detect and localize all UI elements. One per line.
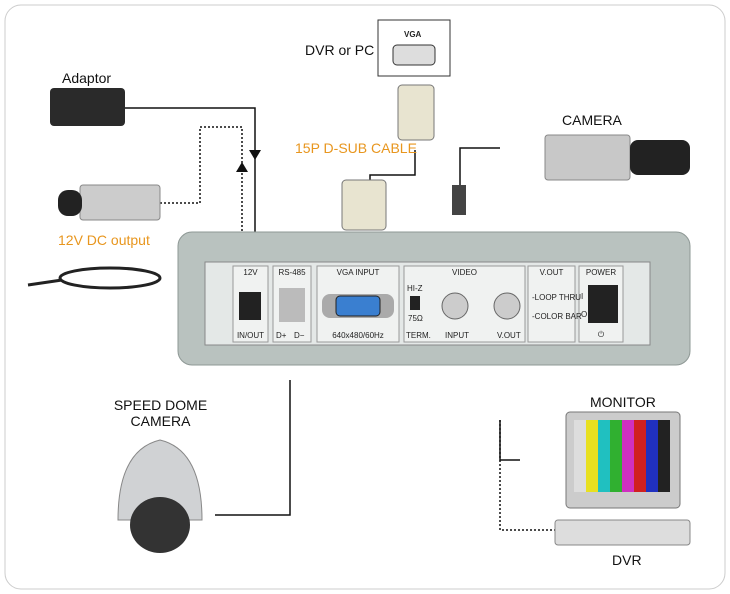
dc-jack — [239, 292, 261, 320]
cable-label: 15P D-SUB CABLE — [295, 140, 417, 156]
bnc-plug — [452, 185, 466, 215]
panel-hiz: HI-Z — [407, 284, 423, 293]
monitor-label: MONITOR — [590, 394, 656, 410]
panel-rs485-dplus: D+ — [276, 331, 287, 340]
vga-port-label: VGA — [404, 30, 422, 39]
camera-cable — [459, 147, 500, 195]
panel-power-on: I — [581, 292, 584, 301]
dvr-cable — [499, 420, 555, 531]
dvr-label: DVR — [612, 552, 642, 568]
panel-rs485-dminus: D− — [294, 331, 305, 340]
color-bars — [574, 420, 670, 492]
camera-label: CAMERA — [562, 112, 622, 128]
rs485-terminal — [279, 288, 305, 322]
panel-vout-header: V.OUT — [539, 268, 564, 277]
panel-color-bar: -COLOR BAR — [532, 312, 582, 321]
dome-cable — [215, 380, 291, 516]
camera-right-image — [544, 134, 631, 181]
cable-coil — [58, 266, 162, 290]
dsub-connector-top — [397, 84, 435, 141]
panel-rs485-header: RS-485 — [278, 268, 306, 277]
power-switch — [588, 285, 618, 323]
panel-loop-thru: -LOOP THRU — [532, 293, 582, 302]
power-icon: ⏻ — [597, 330, 605, 339]
panel-input: INPUT — [445, 331, 469, 340]
bnc-vout — [493, 292, 521, 320]
adaptor-label: Adaptor — [62, 70, 112, 86]
panel-vga-header: VGA INPUT — [336, 268, 380, 277]
dvr-pc-label: DVR or PC — [305, 42, 375, 58]
vga-input-port — [335, 295, 381, 317]
panel-75ohm: 75Ω — [408, 314, 423, 323]
panel-vout-label: V.OUT — [497, 331, 521, 340]
dvr-image — [554, 519, 691, 546]
arrow-down-icon — [249, 150, 261, 160]
panel-video-header: VIDEO — [452, 268, 477, 277]
term-switch — [410, 296, 420, 310]
arrow-up-icon — [236, 162, 248, 172]
panel-power-header: POWER — [585, 268, 617, 277]
panel-power-off: O — [581, 310, 588, 319]
panel-12v-header: 12V — [243, 268, 258, 277]
panel-vga-footer: 640x480/60Hz — [332, 331, 384, 340]
dc-output-label: 12V DC output — [58, 232, 150, 248]
panel-term: TERM. — [406, 331, 431, 340]
speed-dome-image — [117, 439, 203, 521]
panel-12v-footer: IN/OUT — [236, 331, 265, 340]
dsub-connector-bottom — [341, 179, 387, 231]
adaptor-image — [50, 88, 125, 126]
adaptor-cable — [125, 107, 256, 232]
camera-left-image — [79, 184, 161, 221]
bnc-input — [441, 292, 469, 320]
